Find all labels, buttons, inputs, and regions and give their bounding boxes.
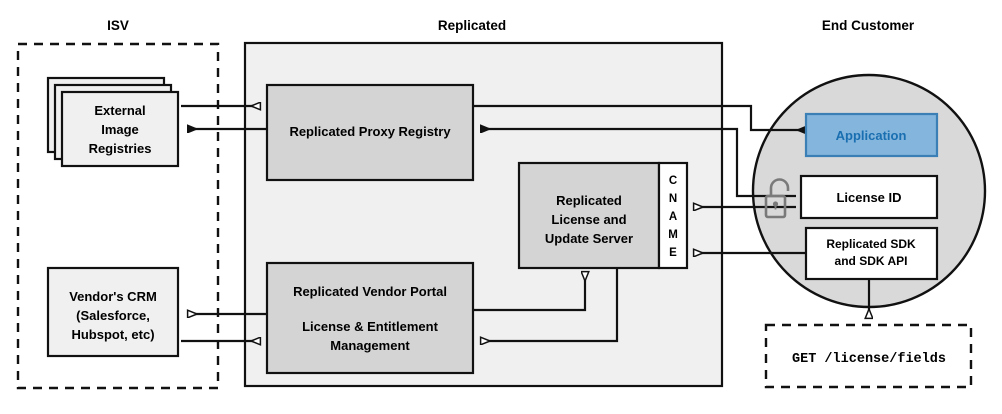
application-box	[804, 112, 939, 158]
vendor-crm-label-line-2: (Salesforce,	[76, 308, 150, 323]
license-id-box	[799, 174, 939, 220]
application-label: Application	[836, 128, 907, 143]
vendor-portal-label-line-1: Replicated Vendor Portal	[293, 284, 447, 299]
replicated-sdk-box	[804, 226, 939, 281]
license-server-label-line-2: License and	[551, 212, 626, 227]
replicated-license-update-server[interactable]: Replicated License and Update Server	[517, 161, 661, 270]
api-request-node[interactable]: GET /license/fields	[764, 323, 973, 389]
cname-letter-a: A	[669, 211, 677, 223]
external-image-registries[interactable]: External Image Registries	[46, 76, 180, 168]
application-node[interactable]: Application	[804, 112, 939, 158]
vendor-crm-label-line-1: Vendor's CRM	[69, 289, 157, 304]
cname-letter-c: C	[669, 175, 677, 187]
replicated-sdk-node[interactable]: Replicated SDK and SDK API	[804, 226, 939, 281]
vendor-portal-label-line-2: License & Entitlement	[302, 319, 438, 334]
cname-endpoint[interactable]: C N A M E	[657, 161, 689, 270]
license-id-label: License ID	[836, 190, 901, 205]
section-title-isv: ISV	[107, 18, 129, 33]
api-request-label: GET /license/fields	[792, 352, 946, 367]
registries-label-line-3: Registries	[89, 141, 152, 156]
replicated-sdk-label-line-2: and SDK API	[835, 254, 908, 268]
isv-boundary	[16, 42, 220, 390]
registry-stack-front	[60, 90, 180, 168]
vendor-crm-box	[46, 266, 180, 358]
cname-box	[657, 161, 689, 270]
vendor-portal-label-line-3: Management	[330, 338, 410, 353]
replicated-proxy-registry[interactable]: Replicated Proxy Registry	[265, 83, 475, 182]
replicated-sdk-label-line-1: Replicated SDK	[826, 237, 916, 251]
proxy-registry-box	[265, 83, 475, 182]
section-title-replicated: Replicated	[438, 18, 506, 33]
license-server-label-line-3: Update Server	[545, 231, 633, 246]
connector-license-server-to-portal	[481, 268, 619, 341]
api-request-boundary	[764, 323, 973, 389]
connector-portal-to-license-server	[473, 272, 585, 312]
unlock-icon	[764, 178, 790, 219]
registries-label-line-2: Image	[101, 122, 139, 137]
registries-label-line-1: External	[94, 103, 145, 118]
license-server-label-line-1: Replicated	[556, 193, 622, 208]
connector-proxy-to-application	[473, 104, 806, 130]
vendor-crm-label-line-3: Hubspot, etc)	[71, 327, 154, 342]
vendor-portal-box	[265, 261, 475, 375]
license-id-node[interactable]: License ID	[799, 174, 939, 220]
cname-letter-m: M	[668, 229, 678, 241]
proxy-registry-label: Replicated Proxy Registry	[289, 124, 451, 139]
replicated-vendor-portal[interactable]: Replicated Vendor Portal License & Entit…	[265, 261, 475, 375]
vendor-crm[interactable]: Vendor's CRM (Salesforce, Hubspot, etc)	[46, 266, 180, 358]
section-title-end-customer: End Customer	[822, 18, 915, 33]
cname-letter-n: N	[669, 193, 677, 205]
cname-letter-e: E	[669, 247, 677, 259]
